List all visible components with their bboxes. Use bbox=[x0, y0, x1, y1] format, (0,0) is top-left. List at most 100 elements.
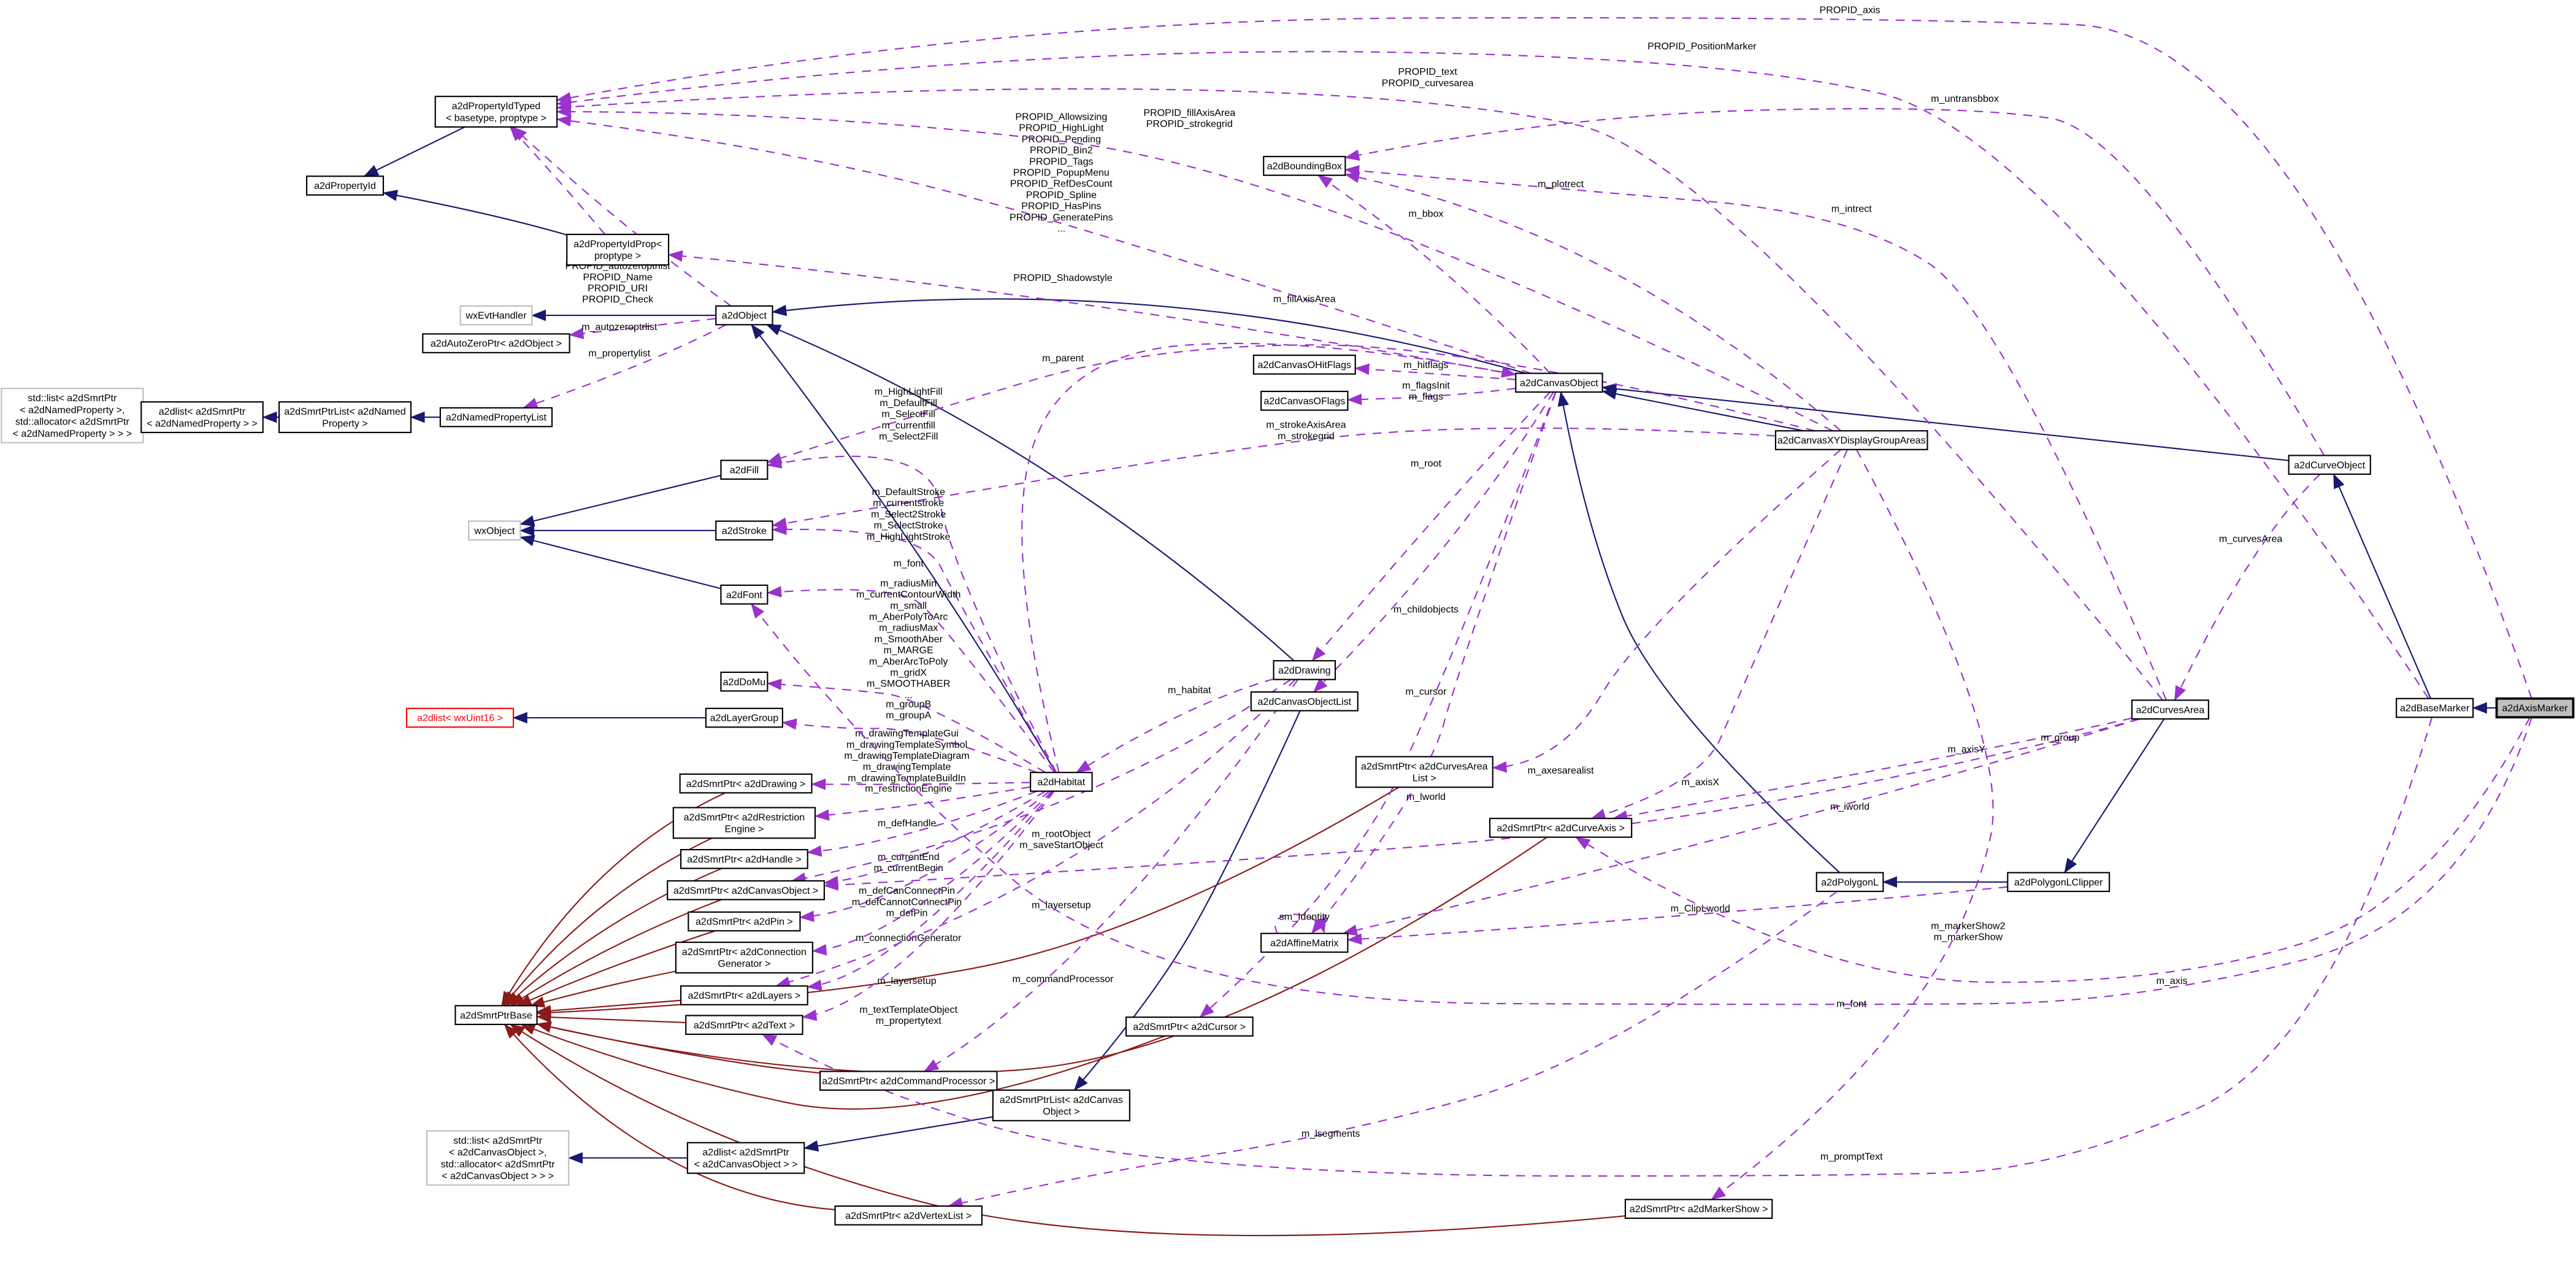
edge-affineMatrix-affineMatrix: sm_Identity bbox=[1275, 911, 1330, 935]
node-drawing[interactable]: a2dDrawing bbox=[1273, 660, 1336, 680]
node-ptrCurveAxis[interactable]: a2dSmrtPtr< a2dCurveAxis > bbox=[1489, 818, 1633, 838]
node-ptrLayers[interactable]: a2dSmrtPtr< a2dLayers > bbox=[680, 985, 808, 1005]
node-axisMarker[interactable]: a2dAxisMarker bbox=[2495, 697, 2575, 719]
edge-label: m_habitat bbox=[1168, 685, 1211, 696]
edge-ptrCurvesAreaList-smrtPtrBase bbox=[536, 786, 1400, 1019]
node-ptrDrawing[interactable]: a2dSmrtPtr< a2dDrawing > bbox=[679, 773, 813, 794]
node-ptrCursor[interactable]: a2dSmrtPtr< a2dCursor > bbox=[1125, 1016, 1254, 1037]
node-stroke[interactable]: a2dStroke bbox=[715, 520, 773, 541]
edge-label: m_connectionGenerator bbox=[856, 932, 962, 943]
node-wxEvtHandler[interactable]: wxEvtHandler bbox=[459, 305, 533, 326]
node-ptrVertexList[interactable]: a2dSmrtPtr< a2dVertexList > bbox=[834, 1205, 983, 1226]
node-font[interactable]: a2dFont bbox=[720, 584, 769, 605]
edge-polygonL-canvasObject bbox=[1557, 391, 1841, 874]
node-a2dlistNamed[interactable]: a2dlist< a2dSmrtPtr< a2dNamedProperty > … bbox=[140, 401, 264, 434]
node-layerGroup[interactable]: a2dLayerGroup bbox=[705, 707, 783, 728]
node-polygonLClipper[interactable]: a2dPolygonLClipper bbox=[2007, 872, 2110, 893]
node-affineMatrix[interactable]: a2dAffineMatrix bbox=[1260, 932, 1349, 953]
node-habitat[interactable]: a2dHabitat bbox=[1030, 772, 1093, 792]
edge-axisMarker-font: m_font bbox=[751, 603, 2532, 1009]
edge-label: m_cursor bbox=[1406, 686, 1447, 697]
edge-label: m_ClipLworld bbox=[1671, 903, 1730, 914]
node-smrtPtrBase[interactable]: a2dSmrtPtrBase bbox=[454, 1005, 538, 1026]
node-label: a2dPropertyIdTyped< basetype, proptype > bbox=[446, 101, 546, 123]
node-label: a2dDoMu bbox=[723, 677, 766, 688]
edge-habitat-ptrRestriction: m_restrictionEngine bbox=[814, 783, 1031, 821]
edge-curveObject-canvasObject bbox=[1601, 383, 2289, 461]
node-label: std::list< a2dSmrtPtr< a2dCanvasObject >… bbox=[441, 1135, 556, 1182]
node-propertyIdProp[interactable]: a2dPropertyIdProp<proptype > bbox=[566, 234, 670, 266]
node-label: a2dPropertyIdProp<proptype > bbox=[573, 239, 662, 261]
node-fill[interactable]: a2dFill bbox=[720, 459, 769, 480]
edge-canvasObject-boundingBox: m_bbox bbox=[1317, 174, 1551, 374]
node-label: a2dAutoZeroPtr< a2dObject > bbox=[431, 338, 562, 349]
edge-a2dObject-autoZeroPtr: m_autozeroptrlist bbox=[569, 318, 716, 339]
node-propertyId[interactable]: a2dPropertyId bbox=[305, 175, 385, 196]
node-a2dObject[interactable]: a2dObject bbox=[715, 305, 773, 326]
node-ptrText[interactable]: a2dSmrtPtr< a2dText > bbox=[685, 1015, 803, 1036]
edge-propertyIdProp-propertyIdTyped bbox=[509, 126, 606, 235]
edge-curvesArea-ptrCanvasObject: m_group bbox=[823, 718, 2139, 891]
edge-label: m_autozeroptrlist bbox=[581, 321, 657, 332]
edge-label: m_bbox bbox=[1408, 208, 1443, 219]
edge-label: m_axisX bbox=[1682, 777, 1720, 788]
edge-drawing-habitat: m_habitat bbox=[1076, 678, 1274, 774]
edge-drawing-ptrCommandProcessor: m_commandProcessor bbox=[923, 679, 1299, 1072]
node-xyDisplay[interactable]: a2dCanvasXYDisplayGroupAreas bbox=[1774, 430, 1928, 450]
node-label: a2dCanvasXYDisplayGroupAreas bbox=[1777, 435, 1926, 446]
node-autoZeroPtr[interactable]: a2dAutoZeroPtr< a2dObject > bbox=[422, 333, 570, 353]
node-ptrMarkerShow[interactable]: a2dSmrtPtr< a2dMarkerShow > bbox=[1624, 1199, 1773, 1219]
edge-drawing-ptrLayers: m_layersetup bbox=[775, 678, 1296, 988]
node-ptrHandle[interactable]: a2dSmrtPtr< a2dHandle > bbox=[680, 848, 808, 869]
node-label: a2dSmrtPtr< a2dVertexList > bbox=[845, 1210, 972, 1221]
node-label: std::list< a2dSmrtPtr< a2dNamedProperty … bbox=[13, 393, 132, 439]
node-hitFlags[interactable]: a2dCanvasOHitFlags bbox=[1252, 355, 1356, 375]
node-stdListCanvas[interactable]: std::list< a2dSmrtPtr< a2dCanvasObject >… bbox=[426, 1130, 570, 1186]
edge-curvesArea-polygonLClipper bbox=[2064, 718, 2165, 874]
node-propertyIdTyped[interactable]: a2dPropertyIdTyped< basetype, proptype > bbox=[434, 96, 558, 128]
node-oFlags[interactable]: a2dCanvasOFlags bbox=[1260, 390, 1349, 411]
node-stdListNamed[interactable]: std::list< a2dSmrtPtr< a2dNamedProperty … bbox=[1, 388, 144, 444]
edge-label: m_plotrect bbox=[1538, 179, 1584, 190]
node-label: a2dBaseMarker bbox=[2400, 703, 2470, 714]
node-baseMarker[interactable]: a2dBaseMarker bbox=[2396, 697, 2474, 718]
node-boundingBox[interactable]: a2dBoundingBox bbox=[1263, 156, 1346, 176]
node-label: a2dAxisMarker bbox=[2502, 703, 2569, 714]
edge-baseMarker-curveObject bbox=[2333, 473, 2432, 699]
node-canvasObject[interactable]: a2dCanvasObject bbox=[1515, 372, 1603, 393]
edge-label: m_parent bbox=[1042, 353, 1084, 364]
node-ptrCommandProcessor[interactable]: a2dSmrtPtr< a2dCommandProcessor > bbox=[819, 1070, 998, 1091]
edge-habitat-a2dObject bbox=[751, 324, 1057, 773]
node-namedPropertyList[interactable]: a2dNamedPropertyList bbox=[439, 407, 553, 428]
edge-label: m_axis bbox=[2156, 975, 2188, 986]
node-listWxUint16[interactable]: a2dlist< wxUint16 > bbox=[405, 707, 515, 728]
node-doMu[interactable]: a2dDoMu bbox=[720, 671, 769, 692]
node-wxObject[interactable]: wxObject bbox=[468, 520, 521, 541]
node-polygonL[interactable]: a2dPolygonL bbox=[1815, 872, 1884, 893]
node-ptrCanvasObject[interactable]: a2dSmrtPtr< a2dCanvasObject > bbox=[667, 880, 825, 901]
node-ptrPin[interactable]: a2dSmrtPtr< a2dPin > bbox=[688, 911, 801, 932]
edge-label: m_commandProcessor bbox=[1013, 974, 1114, 985]
node-label: a2dCurvesArea bbox=[2136, 704, 2205, 715]
node-curveObject[interactable]: a2dCurveObject bbox=[2288, 455, 2371, 475]
node-a2dlistCanvas[interactable]: a2dlist< a2dSmrtPtr< a2dCanvasObject > > bbox=[686, 1142, 805, 1174]
node-curvesArea[interactable]: a2dCurvesArea bbox=[2131, 699, 2209, 720]
edge-label: m_iworld bbox=[1830, 801, 1869, 812]
node-canvasObjectList[interactable]: a2dCanvasObjectList bbox=[1250, 691, 1359, 712]
